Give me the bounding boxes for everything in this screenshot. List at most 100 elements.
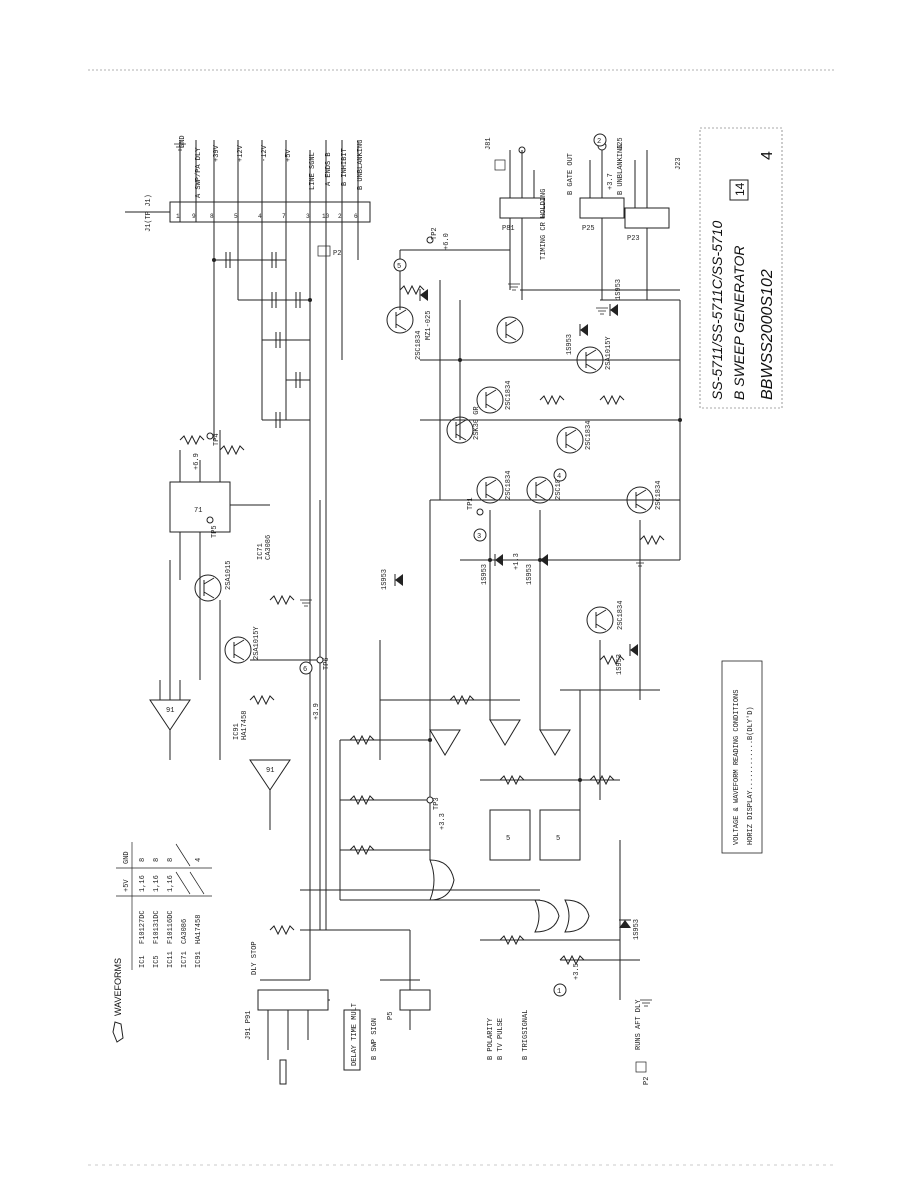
- b-polarity-label: B POLARITY: [487, 1017, 495, 1060]
- waveform-markers: 1 2 3 4 5 6: [299, 133, 607, 997]
- svg-text:1S953: 1S953: [566, 334, 574, 355]
- diode-d31: 1S953: [481, 554, 503, 585]
- connector-p25: P25 B GATE OUT J25: [567, 137, 625, 300]
- ic-table-row: IC5 F10131DC 1,16 8: [153, 858, 161, 968]
- j1-pin: 9 A SWP/PA DLY: [192, 140, 203, 222]
- j1-pin: 2 B INHIBIT: [338, 140, 349, 222]
- logic-gate: [534, 899, 560, 933]
- j1-pin: 8 +39V: [210, 140, 221, 222]
- svg-text:3: 3: [477, 533, 481, 541]
- flip-flop: 5: [539, 809, 581, 861]
- svg-text:1,16: 1,16: [167, 875, 175, 892]
- waveform-marker: 4: [553, 468, 567, 482]
- connector-p81-name: P81: [502, 225, 515, 233]
- svg-text:HA17458: HA17458: [195, 915, 203, 944]
- svg-text:+3.5: +3.5: [573, 963, 581, 980]
- svg-text:+5V: +5V: [285, 149, 293, 162]
- svg-text:+3.7: +3.7: [607, 173, 615, 190]
- svg-text:91: 91: [166, 707, 174, 715]
- diode-d27: 1S953: [526, 554, 548, 585]
- connector-j1: J1(TP J1) P2 1 GND 9 A SWP/PA DLY 8 +39V…: [125, 135, 371, 258]
- connector-p23-name: P23: [627, 235, 640, 243]
- svg-text:4: 4: [557, 473, 561, 481]
- svg-text:1S953: 1S953: [381, 569, 389, 590]
- waveform-marker: 1: [553, 983, 567, 997]
- svg-text:6: 6: [303, 666, 307, 674]
- logic-gate: [429, 729, 461, 756]
- connector-p23-ref: J23: [675, 157, 683, 170]
- ic71-label: IC71: [257, 543, 265, 560]
- waveform-marker: 5: [393, 258, 407, 272]
- svg-text:P2: P2: [643, 1077, 651, 1085]
- svg-text:+6.0: +6.0: [443, 233, 451, 250]
- svg-text:IC91: IC91: [195, 951, 203, 968]
- runs-aft-dly-label: RUNS AFT DLY: [635, 999, 643, 1050]
- svg-text:GND: GND: [179, 135, 187, 148]
- svg-text:6: 6: [354, 213, 358, 220]
- svg-text:8: 8: [153, 858, 161, 862]
- test-point: TP2: [426, 227, 439, 244]
- waveform-hand-icon: [112, 1021, 124, 1043]
- capacitor: [275, 332, 281, 348]
- supply-rails: [213, 222, 359, 930]
- j1-pin: 3 LINE SGNL: [306, 150, 317, 222]
- transistor-q21: 2SC1834: [556, 421, 593, 454]
- svg-text:IC71: IC71: [181, 951, 189, 968]
- svg-text:1,16: 1,16: [139, 875, 147, 892]
- svg-text:+6.9: +6.9: [193, 453, 201, 470]
- j1-pin: 5 +12V: [234, 140, 245, 222]
- opamp-ic91-b: 91 IC91 HA17458: [233, 711, 291, 830]
- connector-p81-signal: TIMING CR HOLDING: [540, 189, 548, 260]
- svg-text:8: 8: [210, 213, 214, 220]
- svg-text:71: 71: [194, 507, 202, 515]
- test-point: TP1: [467, 497, 484, 516]
- b-swp-sign-label: B SWP SIGN: [371, 1018, 379, 1060]
- svg-text:+12V: +12V: [237, 144, 245, 162]
- sheet-number-box: [729, 179, 749, 201]
- logic-gate: [539, 729, 571, 756]
- q15-type: 2SC1834: [617, 601, 625, 630]
- svg-text:TP5: TP5: [211, 525, 219, 538]
- svg-text:91: 91: [266, 767, 274, 775]
- transistor-q31: 2SC1834: [476, 471, 513, 504]
- transistor-q23: 2SC1834: [526, 471, 563, 504]
- doc-number: BBWSS2000S102: [759, 269, 776, 400]
- voltage-labels: +3.3 +3.9 +3.5 +3.7 +6.9 +6.0 +1.3: [193, 173, 615, 980]
- svg-text:8: 8: [167, 858, 175, 862]
- svg-text:CA3086: CA3086: [181, 919, 189, 944]
- connector-p91: J91 P91 DLY STOP: [245, 941, 329, 1085]
- transistor-q15: 2SC1834: [586, 601, 625, 634]
- capacitor: [225, 252, 231, 268]
- diode-d15: 1S953: [616, 644, 638, 675]
- connector-p23-signal: B UNBLANKING: [617, 145, 625, 195]
- q53-type: 2SC1834: [505, 381, 513, 410]
- waveforms-label: WAVEFORMS: [113, 958, 123, 1016]
- transistor-q25: 2SC1834: [626, 481, 663, 514]
- svg-text:1S953: 1S953: [633, 919, 641, 940]
- svg-text:1S953: 1S953: [526, 564, 534, 585]
- delay-time-mult-box: DELAY TIME MULT: [343, 1003, 361, 1071]
- logic-gate: [489, 719, 521, 746]
- ic-table-row: IC11 F10116DC 1,16 8: [167, 858, 175, 968]
- svg-text:9: 9: [192, 213, 196, 220]
- svg-text:4: 4: [258, 213, 262, 220]
- q45-type: 2SA1015Y: [605, 336, 613, 370]
- revision: 4: [759, 151, 776, 160]
- svg-text:-12V: -12V: [261, 144, 269, 162]
- logic-gate: [564, 899, 590, 933]
- logic-gate: [429, 859, 455, 901]
- diode-d55: MZ1-025: [419, 289, 433, 340]
- sheet-number: 14: [733, 182, 747, 196]
- transistor-q83: 2SA1015Y: [224, 626, 261, 664]
- j1-pin: 10 A ENDS B: [322, 140, 333, 222]
- svg-text:8: 8: [139, 858, 147, 862]
- j1-pin: 6 B UNBLANKING: [354, 140, 365, 222]
- transistor-q45: 2SA1015Y: [576, 336, 613, 374]
- svg-text:5: 5: [506, 835, 510, 843]
- svg-text:10: 10: [322, 213, 330, 220]
- title-block: SS-5711/SS-5711C/SS-5710 B SWEEP GENERAT…: [699, 127, 783, 409]
- svg-text:TP6: TP6: [323, 657, 331, 670]
- ic91-label: IC91: [233, 723, 241, 740]
- diode-d24: 1S953: [609, 279, 623, 316]
